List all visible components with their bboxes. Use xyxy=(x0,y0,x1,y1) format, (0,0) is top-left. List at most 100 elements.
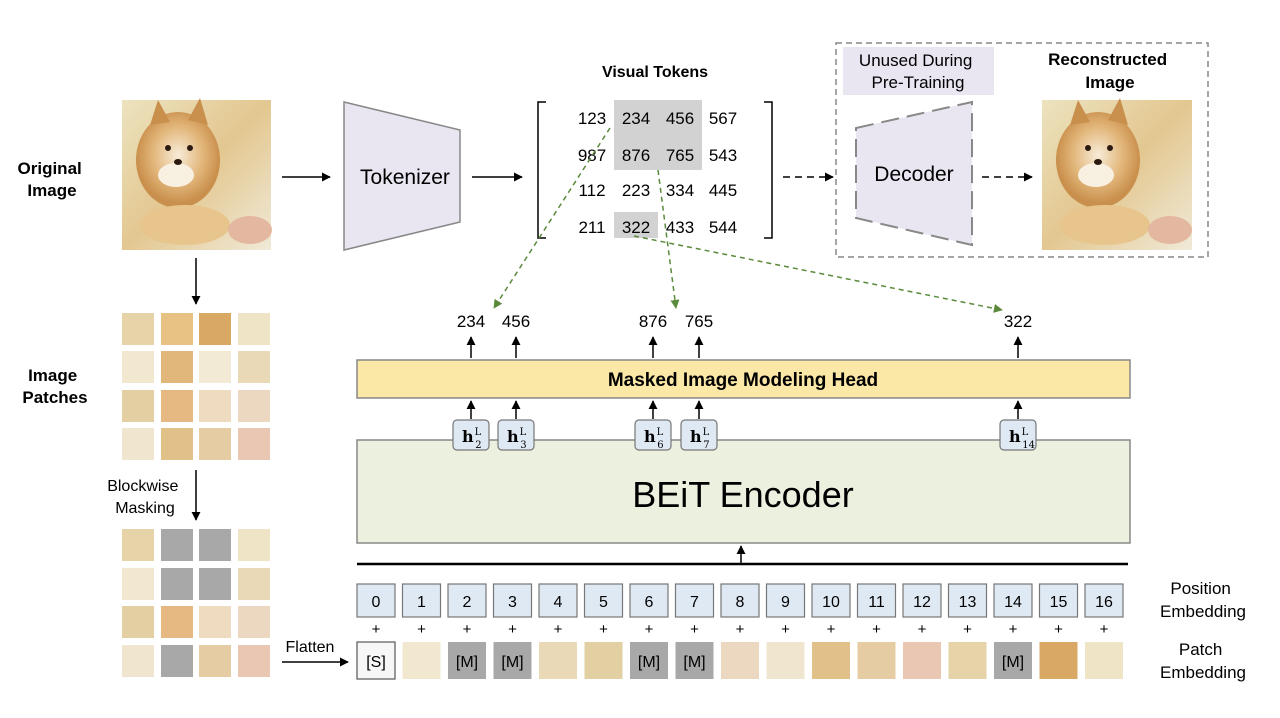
embedding-row: 0+[S]1+2+[M]3+[M]4+5+6+[M]7+[M]8+9+10+11… xyxy=(356,583,1124,680)
position-embedding-box xyxy=(447,583,487,618)
position-index: 15 xyxy=(1050,594,1068,611)
patch-embedding-image xyxy=(948,642,987,679)
patch-embedding-image xyxy=(766,642,805,679)
image-patch xyxy=(238,529,270,561)
visual-token: 876 xyxy=(622,146,650,165)
mim-head-block xyxy=(356,359,1131,399)
hidden-state-box xyxy=(452,419,490,451)
plus-sign: + xyxy=(554,621,563,638)
image-patch xyxy=(122,606,154,638)
position-index: 12 xyxy=(913,594,931,611)
image-patch xyxy=(161,351,193,383)
image-patch xyxy=(122,428,154,460)
plus-sign: + xyxy=(872,621,881,638)
visual-token: 123 xyxy=(578,109,606,128)
visual-token: 456 xyxy=(666,109,694,128)
position-index: 6 xyxy=(645,594,654,611)
image-patch xyxy=(122,351,154,383)
masked-patch xyxy=(161,645,193,677)
masked-token-highlight xyxy=(614,212,658,238)
position-index: 16 xyxy=(1095,594,1113,611)
position-embedding-box xyxy=(356,583,396,618)
plus-sign: + xyxy=(463,621,472,638)
image-patch xyxy=(161,390,193,422)
position-embedding-box xyxy=(583,583,624,618)
masked-patch xyxy=(161,529,193,561)
tokenizer-label: Tokenizer xyxy=(360,166,450,189)
image-patch xyxy=(199,428,231,460)
predicted-token: 876 xyxy=(639,312,667,331)
position-index: 11 xyxy=(868,594,885,611)
special-token xyxy=(356,641,396,680)
flatten-label: Flatten xyxy=(286,639,335,656)
position-embedding-box xyxy=(993,583,1033,618)
position-embedding-box xyxy=(947,583,988,618)
patch-token-label: [M] xyxy=(456,654,478,671)
position-index: 4 xyxy=(554,594,563,611)
image-patch xyxy=(122,529,154,561)
position-index: 2 xyxy=(463,594,472,611)
original-image-label: Original Image xyxy=(18,159,87,200)
matrix-right-bracket xyxy=(764,101,773,239)
image-patches-label: Image Patches xyxy=(22,366,87,407)
image-patch xyxy=(199,313,231,345)
visual-token: 765 xyxy=(666,146,694,165)
patch-embedding-image xyxy=(721,642,759,679)
hidden-state-box xyxy=(680,419,718,451)
patch-embedding-image xyxy=(812,642,850,679)
position-index: 5 xyxy=(599,594,608,611)
plus-sign: + xyxy=(372,621,381,638)
plus-sign: + xyxy=(1009,621,1018,638)
position-index: 8 xyxy=(736,594,745,611)
masked-patch xyxy=(199,568,231,600)
position-index: 14 xyxy=(1004,594,1022,611)
position-embedding-box xyxy=(1084,583,1124,618)
image-patch xyxy=(122,313,154,345)
plus-sign: + xyxy=(690,621,699,638)
position-index: 10 xyxy=(822,594,840,611)
image-patch xyxy=(199,351,231,383)
plus-sign: + xyxy=(645,621,654,638)
matrix-left-bracket xyxy=(537,101,546,239)
image-patch xyxy=(238,351,270,383)
masked-patch xyxy=(161,568,193,600)
masked-patch xyxy=(199,529,231,561)
predicted-token: 234 xyxy=(457,312,485,331)
encoder-block xyxy=(356,439,1131,544)
patch-embedding-label: Patch Embedding xyxy=(1160,640,1246,682)
position-index: 9 xyxy=(781,594,790,611)
visual-token: 987 xyxy=(578,146,606,165)
reconstructed-image xyxy=(1042,98,1192,250)
image-patch xyxy=(122,568,154,600)
unused-note: Unused During Pre-Training xyxy=(859,51,977,92)
plus-sign: + xyxy=(508,621,517,638)
patch-embedding-image xyxy=(539,642,577,679)
visual-token: 112 xyxy=(578,181,605,200)
visual-token: 223 xyxy=(622,181,650,200)
position-index: 7 xyxy=(690,594,699,611)
plus-sign: + xyxy=(599,621,608,638)
image-patch xyxy=(238,645,270,677)
position-embedding-box xyxy=(674,583,715,618)
masked-token-highlight xyxy=(614,100,702,170)
visual-token: 334 xyxy=(666,181,694,200)
visual-tokens-title: Visual Tokens xyxy=(602,64,708,81)
position-embedding-box xyxy=(538,583,578,618)
image-patch xyxy=(199,390,231,422)
mask-token xyxy=(630,642,668,679)
predicted-token: 456 xyxy=(502,312,530,331)
plus-sign: + xyxy=(736,621,745,638)
plus-sign: + xyxy=(1100,621,1109,638)
visual-token: 322 xyxy=(622,218,650,237)
plus-sign: + xyxy=(918,621,927,638)
patch-embedding-image xyxy=(903,642,941,679)
blockwise-masking-label: Blockwise Masking xyxy=(107,478,183,517)
mask-token xyxy=(994,642,1032,679)
position-embedding-box xyxy=(1038,583,1079,618)
position-embedding-box xyxy=(765,583,806,618)
position-embedding-box xyxy=(856,583,897,618)
